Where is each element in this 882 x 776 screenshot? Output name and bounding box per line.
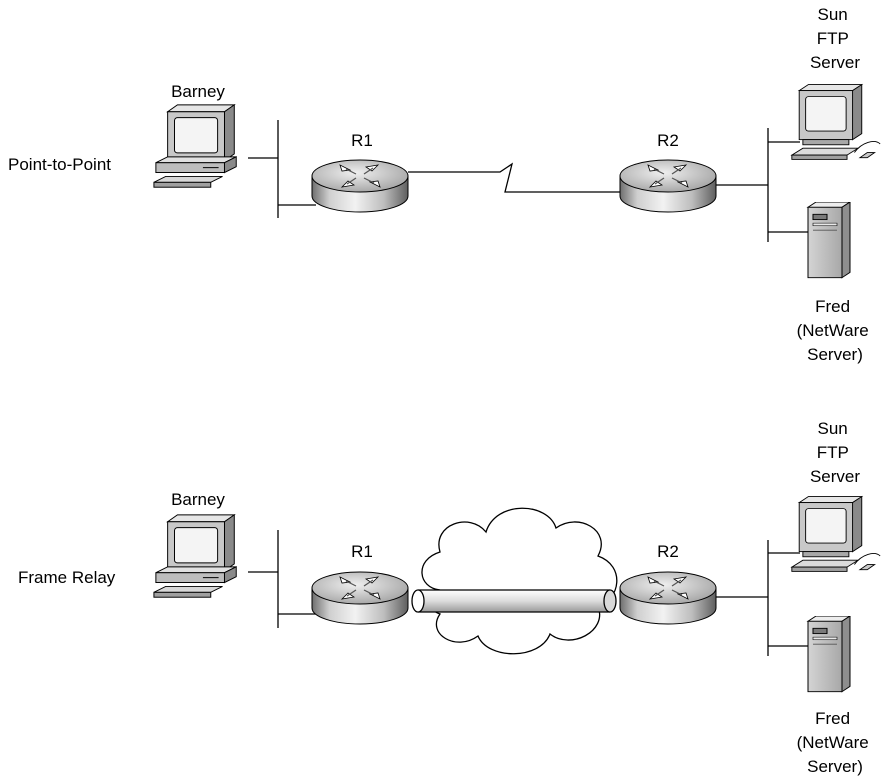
workstation-icon xyxy=(791,84,881,160)
router-icon xyxy=(311,159,409,213)
section-frame-relay: Frame Relay Barney R1 R2 Sun FTP Ser xyxy=(18,419,881,776)
router-r2-label: R2 xyxy=(657,131,679,150)
virtual-circuit-pipe xyxy=(411,589,617,613)
sun-server-label: Sun FTP Server xyxy=(810,419,860,486)
tower-server-icon xyxy=(807,616,851,693)
desktop-pc-icon xyxy=(153,514,237,598)
network-type-label: Point-to-Point xyxy=(8,155,111,174)
client-label: Barney xyxy=(171,490,225,509)
router-r1-label: R1 xyxy=(351,542,373,561)
serial-link-zigzag xyxy=(408,162,620,193)
tower-server-icon xyxy=(807,202,851,279)
section-point-to-point: Point-to-Point Barney R1 R2 Sun FTP Serv… xyxy=(8,5,881,364)
router-icon xyxy=(311,571,409,625)
frame-relay-cloud-icon xyxy=(421,507,618,655)
sun-server-label: Sun FTP Server xyxy=(810,5,860,72)
fred-server-label: Fred (NetWare Server) xyxy=(797,709,874,776)
workstation-icon xyxy=(791,496,881,572)
client-label: Barney xyxy=(171,82,225,101)
desktop-pc-icon xyxy=(153,104,237,188)
router-r2-label: R2 xyxy=(657,542,679,561)
network-type-label: Frame Relay xyxy=(18,568,116,587)
router-r1-label: R1 xyxy=(351,131,373,150)
router-icon xyxy=(619,571,717,625)
router-icon xyxy=(619,159,717,213)
fred-server-label: Fred (NetWare Server) xyxy=(797,297,874,364)
